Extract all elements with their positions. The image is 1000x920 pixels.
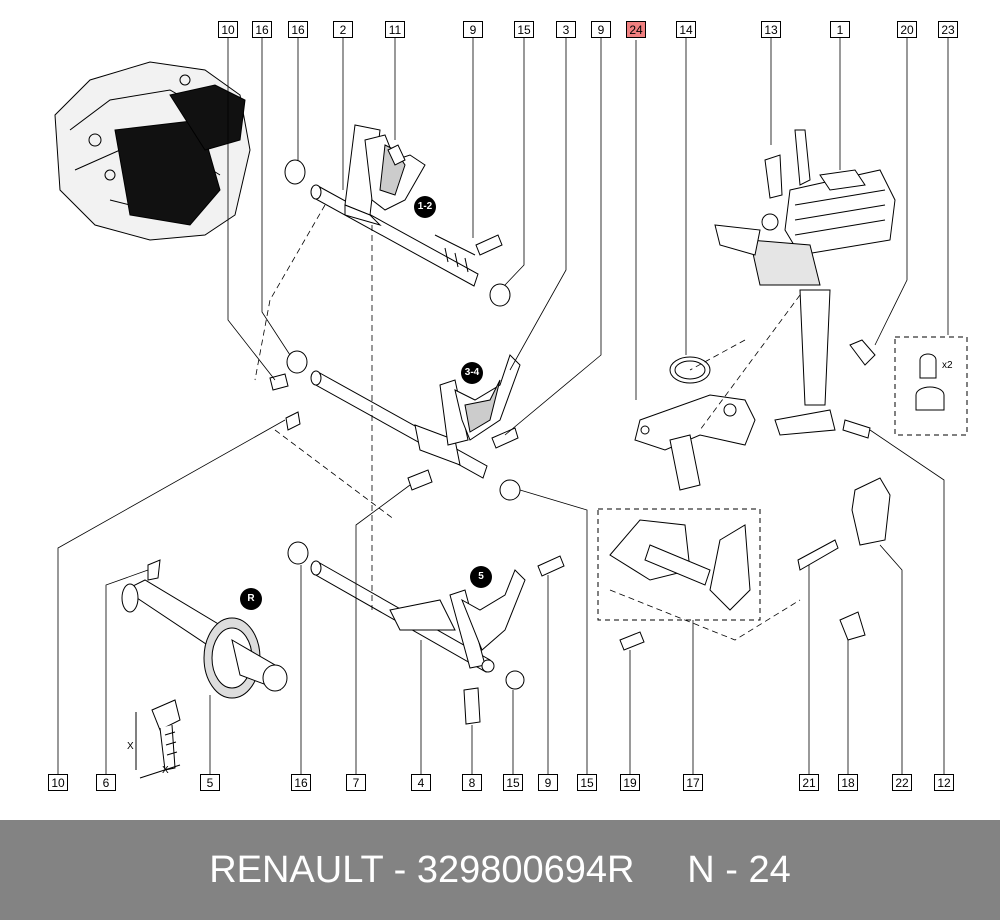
callout-13-top: 13 [761,21,781,38]
callout-7-bottom: 7 [346,774,366,791]
callout-15-bottom-a: 15 [503,774,523,791]
callout-22-bottom: 22 [892,774,912,791]
bracket-24-drawing [634,394,756,491]
callout-15-bottom-b: 15 [577,774,597,791]
callout-9-bottom: 9 [538,774,558,791]
callout-1-top: 1 [830,21,850,38]
footer-brand: RENAULT [209,849,384,891]
callout-2-top: 2 [333,21,353,38]
leader-lines [57,37,949,775]
callout-3-top: 3 [556,21,576,38]
callout-8-bottom: 8 [462,774,482,791]
pins-drawing [147,144,871,725]
callout-16-top-a: 16 [252,21,272,38]
badge-fork-5: 5 [470,566,492,588]
callout-11-top: 11 [385,21,405,38]
bushings-drawing [284,159,525,690]
bushings-23-drawing [894,336,968,436]
callout-18-bottom: 18 [838,774,858,791]
fork-shaft-5-drawing [310,560,526,673]
callout-6-bottom: 6 [96,774,116,791]
callout-9-top-a: 9 [463,21,483,38]
callout-9-top-b: 9 [591,21,611,38]
callout-23-top: 23 [938,21,958,38]
footer-part-number: 329800694R [416,849,635,891]
callout-10-bottom: 10 [48,774,68,791]
selector-mechanism-drawing [714,129,896,436]
callout-10-top: 10 [218,21,238,38]
quantity-note: x2 [942,360,953,371]
bolt-dimension-drawing [135,699,181,779]
footer-caption: RENAULT - 329800694R N - 24 [209,849,791,891]
footer-ref: N - 24 [687,849,791,891]
callout-21-bottom: 21 [799,774,819,791]
bolts-drawing [764,154,876,641]
gearbox-housing-drawing [54,61,251,241]
fork-shaft-3-4-drawing [310,354,521,479]
callout-14-top: 14 [676,21,696,38]
callout-16-top-b: 16 [288,21,308,38]
bracket-22-drawing [851,477,891,546]
callout-4-bottom: 4 [411,774,431,791]
assembly-lines [254,204,801,641]
callout-19-bottom: 19 [620,774,640,791]
o-ring-drawing [669,356,711,384]
dimension-label-vertical: X [127,741,134,752]
dimension-label-horizontal: X [162,765,169,776]
callout-24-highlighted: 24 [626,21,646,38]
badge-fork-reverse: R [240,588,262,610]
callout-5-bottom: 5 [200,774,220,791]
badge-fork-1-2: 1-2 [414,196,436,218]
fork-shaft-1-2-drawing [310,124,479,287]
footer-bar: RENAULT - 329800694R N - 24 [0,820,1000,920]
parts-diagram [54,37,968,779]
callout-15-top: 15 [514,21,534,38]
badge-fork-3-4: 3-4 [461,362,483,384]
callout-16-bottom: 16 [291,774,311,791]
callout-20-top: 20 [897,21,917,38]
reverse-gear-drawing [121,579,288,699]
callout-17-bottom: 17 [683,774,703,791]
fork-assembly-17-drawing [597,508,761,621]
callout-12-bottom: 12 [934,774,954,791]
